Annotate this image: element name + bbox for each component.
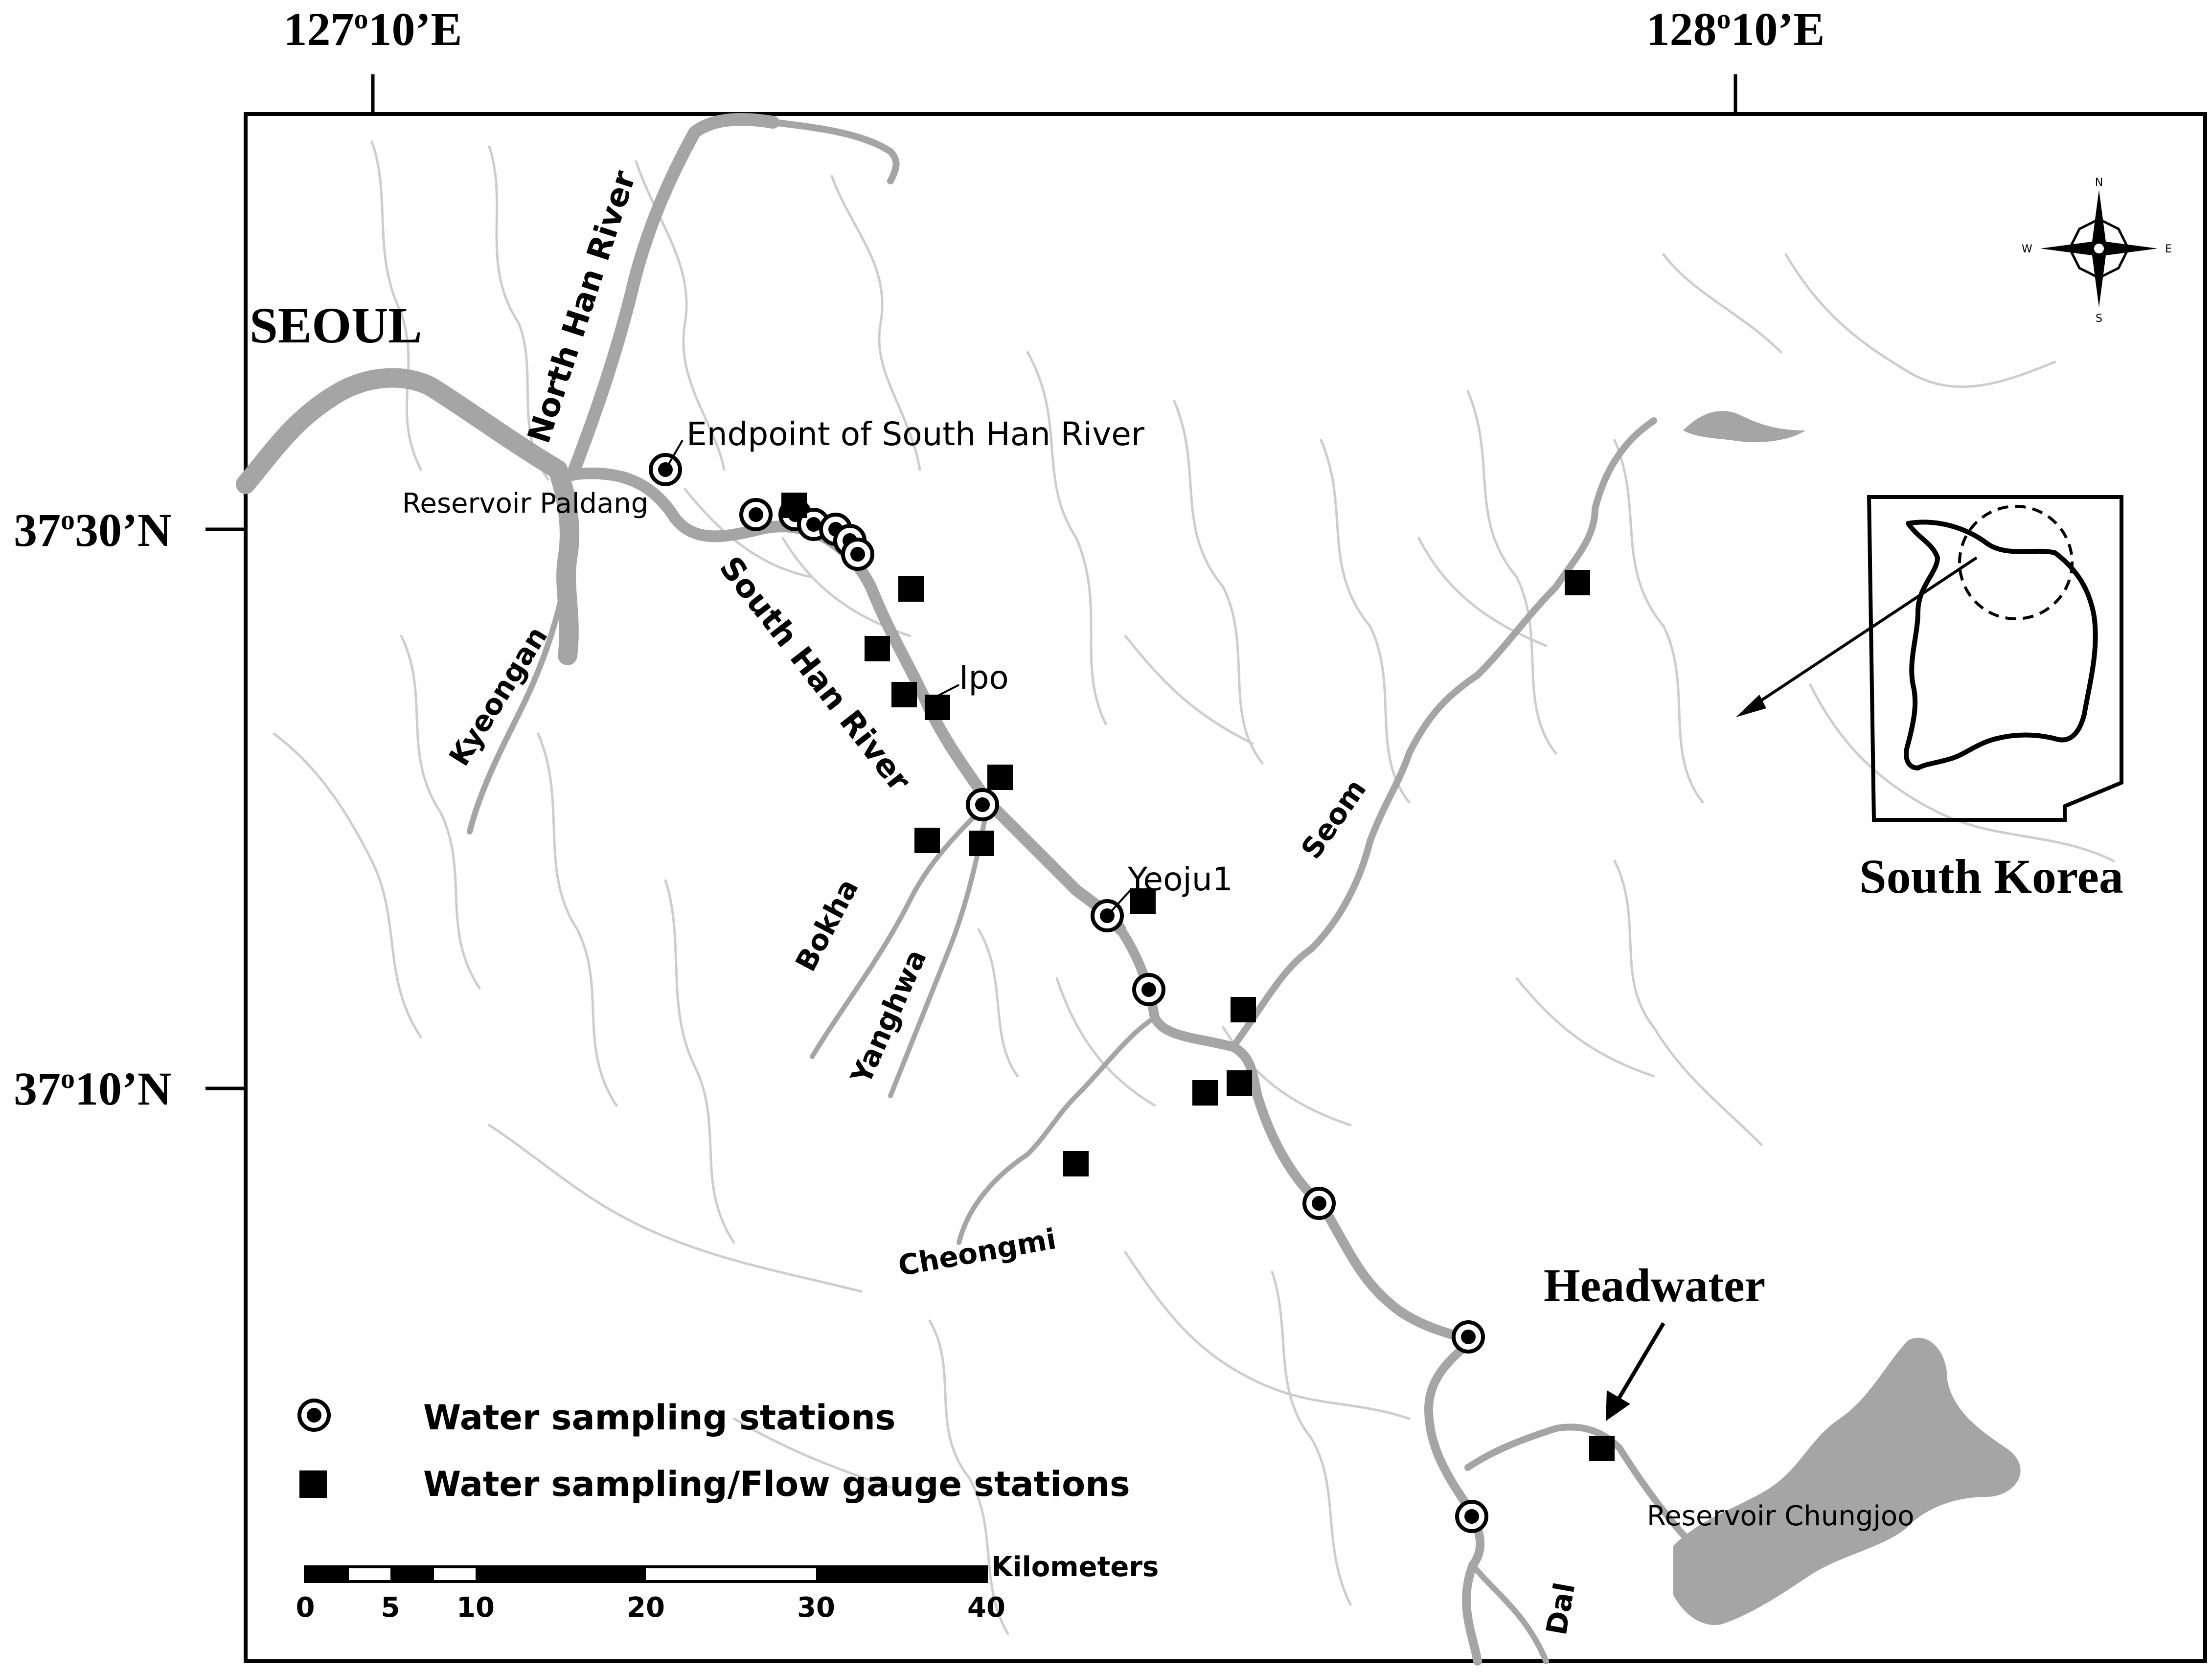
lat-bottom-label: 37o10’N <box>14 1062 171 1115</box>
seoul-label: SEOUL <box>250 297 422 354</box>
lon-right-label: 128o10’E <box>1646 3 1825 55</box>
compass-w-label: W <box>2022 243 2032 255</box>
headwater-arrow <box>1606 1322 1665 1421</box>
main-rivers <box>236 113 1706 1666</box>
north-han-river <box>566 113 779 481</box>
inset-arrow-line <box>1751 556 1978 708</box>
gauge-station[interactable] <box>914 828 940 853</box>
inset-korea-outline <box>1904 520 2098 770</box>
kyeongan-river <box>467 565 570 835</box>
legend: Water sampling stations Water sampling/F… <box>297 1398 1130 1504</box>
cheongmi-river <box>957 1015 1157 1245</box>
sampling-station[interactable] <box>739 498 773 531</box>
cheongmi-label: Cheongmi <box>896 1222 1059 1283</box>
south-han-river <box>567 467 1126 935</box>
gauge-station[interactable] <box>1589 1436 1615 1461</box>
yeoju-label: Yeoju1 <box>1127 860 1233 898</box>
bokha-label: Bokha <box>789 873 865 976</box>
sampling-station[interactable] <box>1455 1500 1488 1533</box>
gauge-stations <box>781 493 1615 1461</box>
graticule-ticks <box>205 74 1737 1090</box>
legend-sampling-label: Water sampling stations <box>423 1398 895 1438</box>
dal-river <box>1470 1562 1549 1664</box>
inset-map <box>1736 495 2123 822</box>
sampling-stations <box>649 453 1488 1533</box>
gauge-station[interactable] <box>1130 888 1156 914</box>
reservoir-paldang-label: Reservoir Paldang <box>402 488 648 520</box>
lon-left-label: 127o10’E <box>284 3 462 55</box>
scale-tick-10: 10 <box>456 1592 495 1624</box>
south-han-river-label: South Han River <box>712 550 917 798</box>
inset-arrow-head <box>1736 695 1766 717</box>
ipo-label: Ipo <box>959 659 1009 697</box>
sampling-station[interactable] <box>1302 1187 1336 1220</box>
legend-sampling-symbol <box>297 1399 331 1432</box>
gauge-station[interactable] <box>781 493 807 518</box>
gauge-station[interactable] <box>1227 1070 1252 1096</box>
scale-tick-40: 40 <box>967 1592 1005 1624</box>
sampling-station[interactable] <box>1132 973 1165 1006</box>
scale-tick-30: 30 <box>797 1592 835 1624</box>
gauge-station[interactable] <box>1063 1151 1089 1176</box>
seom-label: Seom <box>1295 773 1373 865</box>
compass-e-label: E <box>2165 243 2172 255</box>
gauge-station[interactable] <box>969 831 994 856</box>
gauge-station[interactable] <box>987 765 1013 790</box>
seom-river <box>1230 417 1657 1050</box>
scale-tick-0: 0 <box>296 1592 315 1624</box>
gauge-station[interactable] <box>1192 1080 1218 1106</box>
gauge-station[interactable] <box>1231 997 1256 1022</box>
reservoir-paldang-shape <box>548 460 579 665</box>
sampling-station[interactable] <box>966 788 999 821</box>
scale-bar: Kilometers 0 5 10 20 30 40 <box>296 1551 1159 1624</box>
south-korea-label: South Korea <box>1859 849 2123 904</box>
gauge-station[interactable] <box>898 576 924 602</box>
scale-unit-label: Kilometers <box>991 1551 1159 1583</box>
compass-s-label: S <box>2096 313 2102 325</box>
headwater-label: Headwater <box>1544 1259 1765 1311</box>
bokha-river <box>810 800 991 1059</box>
dal-label: Dal <box>1540 1580 1582 1637</box>
map-frame <box>244 112 2207 1663</box>
han-river <box>236 368 568 494</box>
inset-focus-circle <box>1958 505 2074 620</box>
reservoir-chungjoo-label: Reservoir Chungjoo <box>1647 1500 1915 1532</box>
scale-tick-20: 20 <box>627 1592 665 1624</box>
reservoir-chungjoo-shape <box>1673 1337 2021 1625</box>
leader-lines <box>664 439 1131 917</box>
legend-gauge-symbol <box>299 1470 327 1498</box>
gauge-station[interactable] <box>925 695 950 720</box>
endpoint-label: Endpoint of South Han River <box>686 415 1145 453</box>
inset-frame <box>1867 495 2123 822</box>
scale-tick-5: 5 <box>381 1592 400 1624</box>
gauge-station[interactable] <box>891 682 917 707</box>
kyeongan-label: Kyeongan <box>442 621 554 772</box>
compass-rose: N S E W <box>2022 177 2172 325</box>
gauge-station[interactable] <box>1565 570 1590 595</box>
small-reservoir-ne <box>1683 411 1805 442</box>
compass-n-label: N <box>2095 177 2103 189</box>
sampling-station[interactable] <box>841 538 874 571</box>
legend-gauge-label: Water sampling/Flow gauge stations <box>423 1464 1130 1504</box>
sampling-station[interactable] <box>1452 1320 1485 1354</box>
tributary-network <box>273 140 2115 1635</box>
lat-top-label: 37o30’N <box>14 504 171 556</box>
gauge-station[interactable] <box>865 636 890 661</box>
